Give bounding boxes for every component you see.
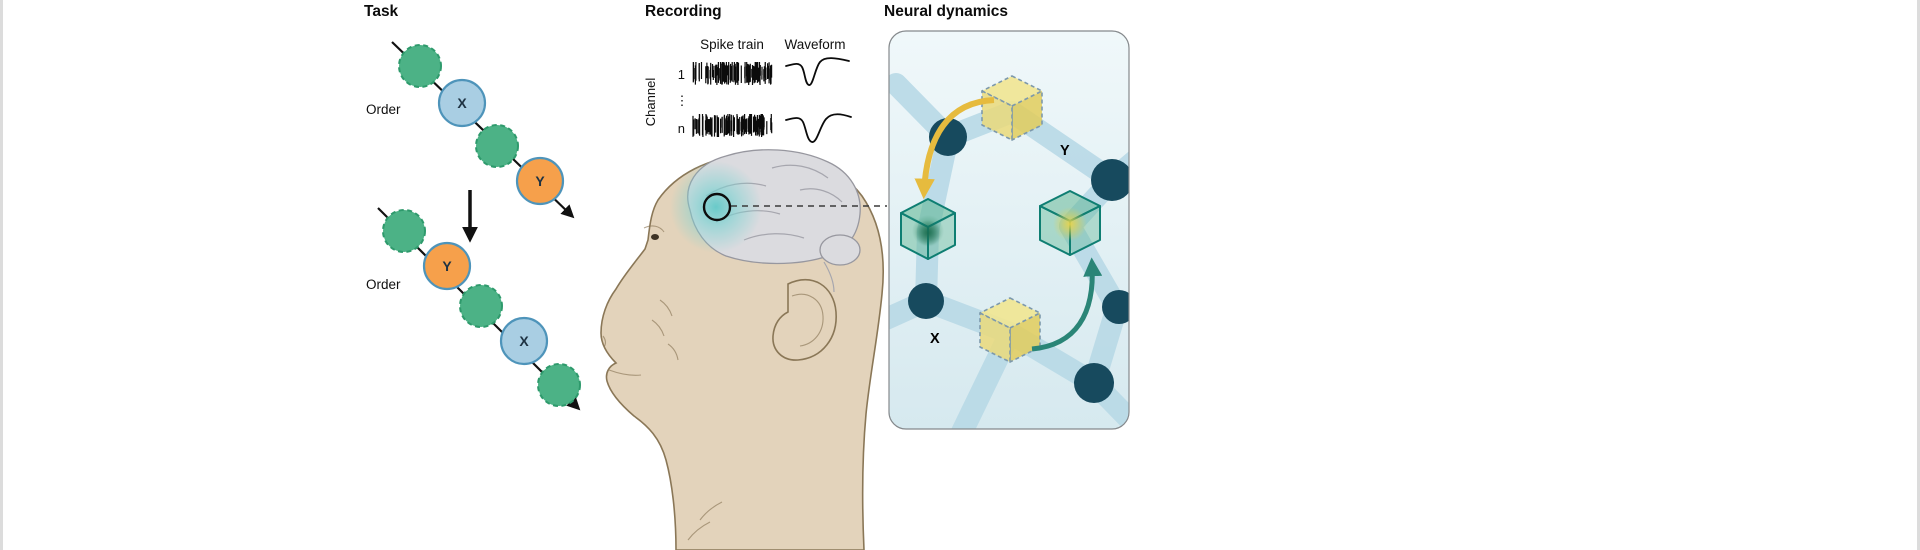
monkey-head-illustration: [600, 149, 887, 550]
task-item-circle: [398, 44, 442, 88]
waveform-label: Waveform: [784, 37, 845, 52]
spike-train-channel-n: [692, 114, 773, 137]
cube-face-left: [979, 312, 1011, 363]
monkey-mouth: [608, 369, 642, 376]
task-item-y-label: Y: [535, 173, 545, 189]
page-edge-left: [0, 0, 3, 550]
state-label-x: X: [930, 331, 940, 347]
waveform-channel-n: [785, 113, 852, 143]
task-title: Task: [364, 3, 399, 20]
channel-tick-n: n: [678, 121, 685, 136]
task-item-circle: [475, 124, 519, 168]
task-item-circle: [537, 363, 581, 407]
monkey-nostril: [602, 335, 606, 348]
task-item-x-label: X: [457, 95, 467, 111]
channel-ellipsis: ⋮: [676, 93, 689, 108]
task-item-y-circle: [515, 156, 565, 206]
task-item-circle: [459, 284, 503, 328]
monkey-ear: [772, 278, 837, 361]
transition-arrow-teal: [1031, 257, 1103, 352]
task-item-y-circle: [422, 241, 472, 291]
monkey-ear-inner: [791, 293, 824, 347]
neural-dynamics-panel: Neural dynamics: [884, 3, 1130, 430]
waveform-channel-1: [785, 57, 850, 86]
task-item-y-label: Y: [442, 258, 452, 274]
state-label-y: Y: [1060, 143, 1070, 159]
monkey-cerebellum: [819, 234, 861, 266]
channel-tick-1: 1: [678, 67, 685, 82]
implant-site-glow: [670, 161, 762, 253]
state-cube-right: [1039, 190, 1101, 256]
neural-network: [889, 73, 1129, 429]
network-node: [908, 283, 944, 319]
fur-stroke: [659, 299, 673, 317]
fur-stroke: [687, 521, 711, 541]
monkey-brow: [643, 225, 665, 233]
state-blob-green: [915, 220, 941, 246]
neural-panel-border: [888, 30, 1130, 430]
task-panel: Task Order X Y Order Y X: [364, 3, 581, 411]
state-cube-left: [900, 198, 956, 260]
latent-cube-bottom: [979, 297, 1041, 363]
network-node: [1091, 159, 1129, 201]
brainstem-line: [823, 261, 835, 293]
spike-train-channel-1: [692, 62, 773, 85]
task-item-x-circle: [437, 78, 487, 128]
order-label-bottom: Order: [366, 277, 401, 292]
network-node: [1102, 290, 1129, 324]
sulcus-line: [771, 164, 829, 179]
task-item-x-circle: [499, 316, 549, 366]
sulcus-line: [799, 188, 843, 203]
state-blob-yellow: [1053, 207, 1087, 241]
task-item-circle: [382, 209, 426, 253]
order-label-top: Order: [366, 102, 401, 117]
spike-train-marks: [692, 114, 773, 137]
fur-stroke: [699, 501, 723, 521]
channel-axis-label: Channel: [643, 78, 658, 127]
fur-stroke: [667, 343, 679, 361]
fur-stroke: [651, 319, 665, 337]
monkey-eye: [651, 234, 659, 240]
transition-arrow-yellow: [914, 97, 995, 200]
recording-title: Recording: [645, 3, 722, 20]
neural-dynamics-title: Neural dynamics: [884, 3, 1008, 20]
task-item-x-label: X: [519, 333, 529, 349]
task-sequence-bottom: Order Y X: [366, 207, 581, 411]
recording-panel: Recording Spike train Waveform Channel 1…: [600, 3, 887, 550]
page-edge-right: [1917, 0, 1920, 550]
spike-train-marks: [692, 62, 773, 85]
spike-train-label: Spike train: [700, 37, 764, 52]
task-sequence-top: Order X Y: [366, 41, 575, 219]
implant-site-circle: [702, 192, 732, 222]
network-node: [1074, 363, 1114, 403]
